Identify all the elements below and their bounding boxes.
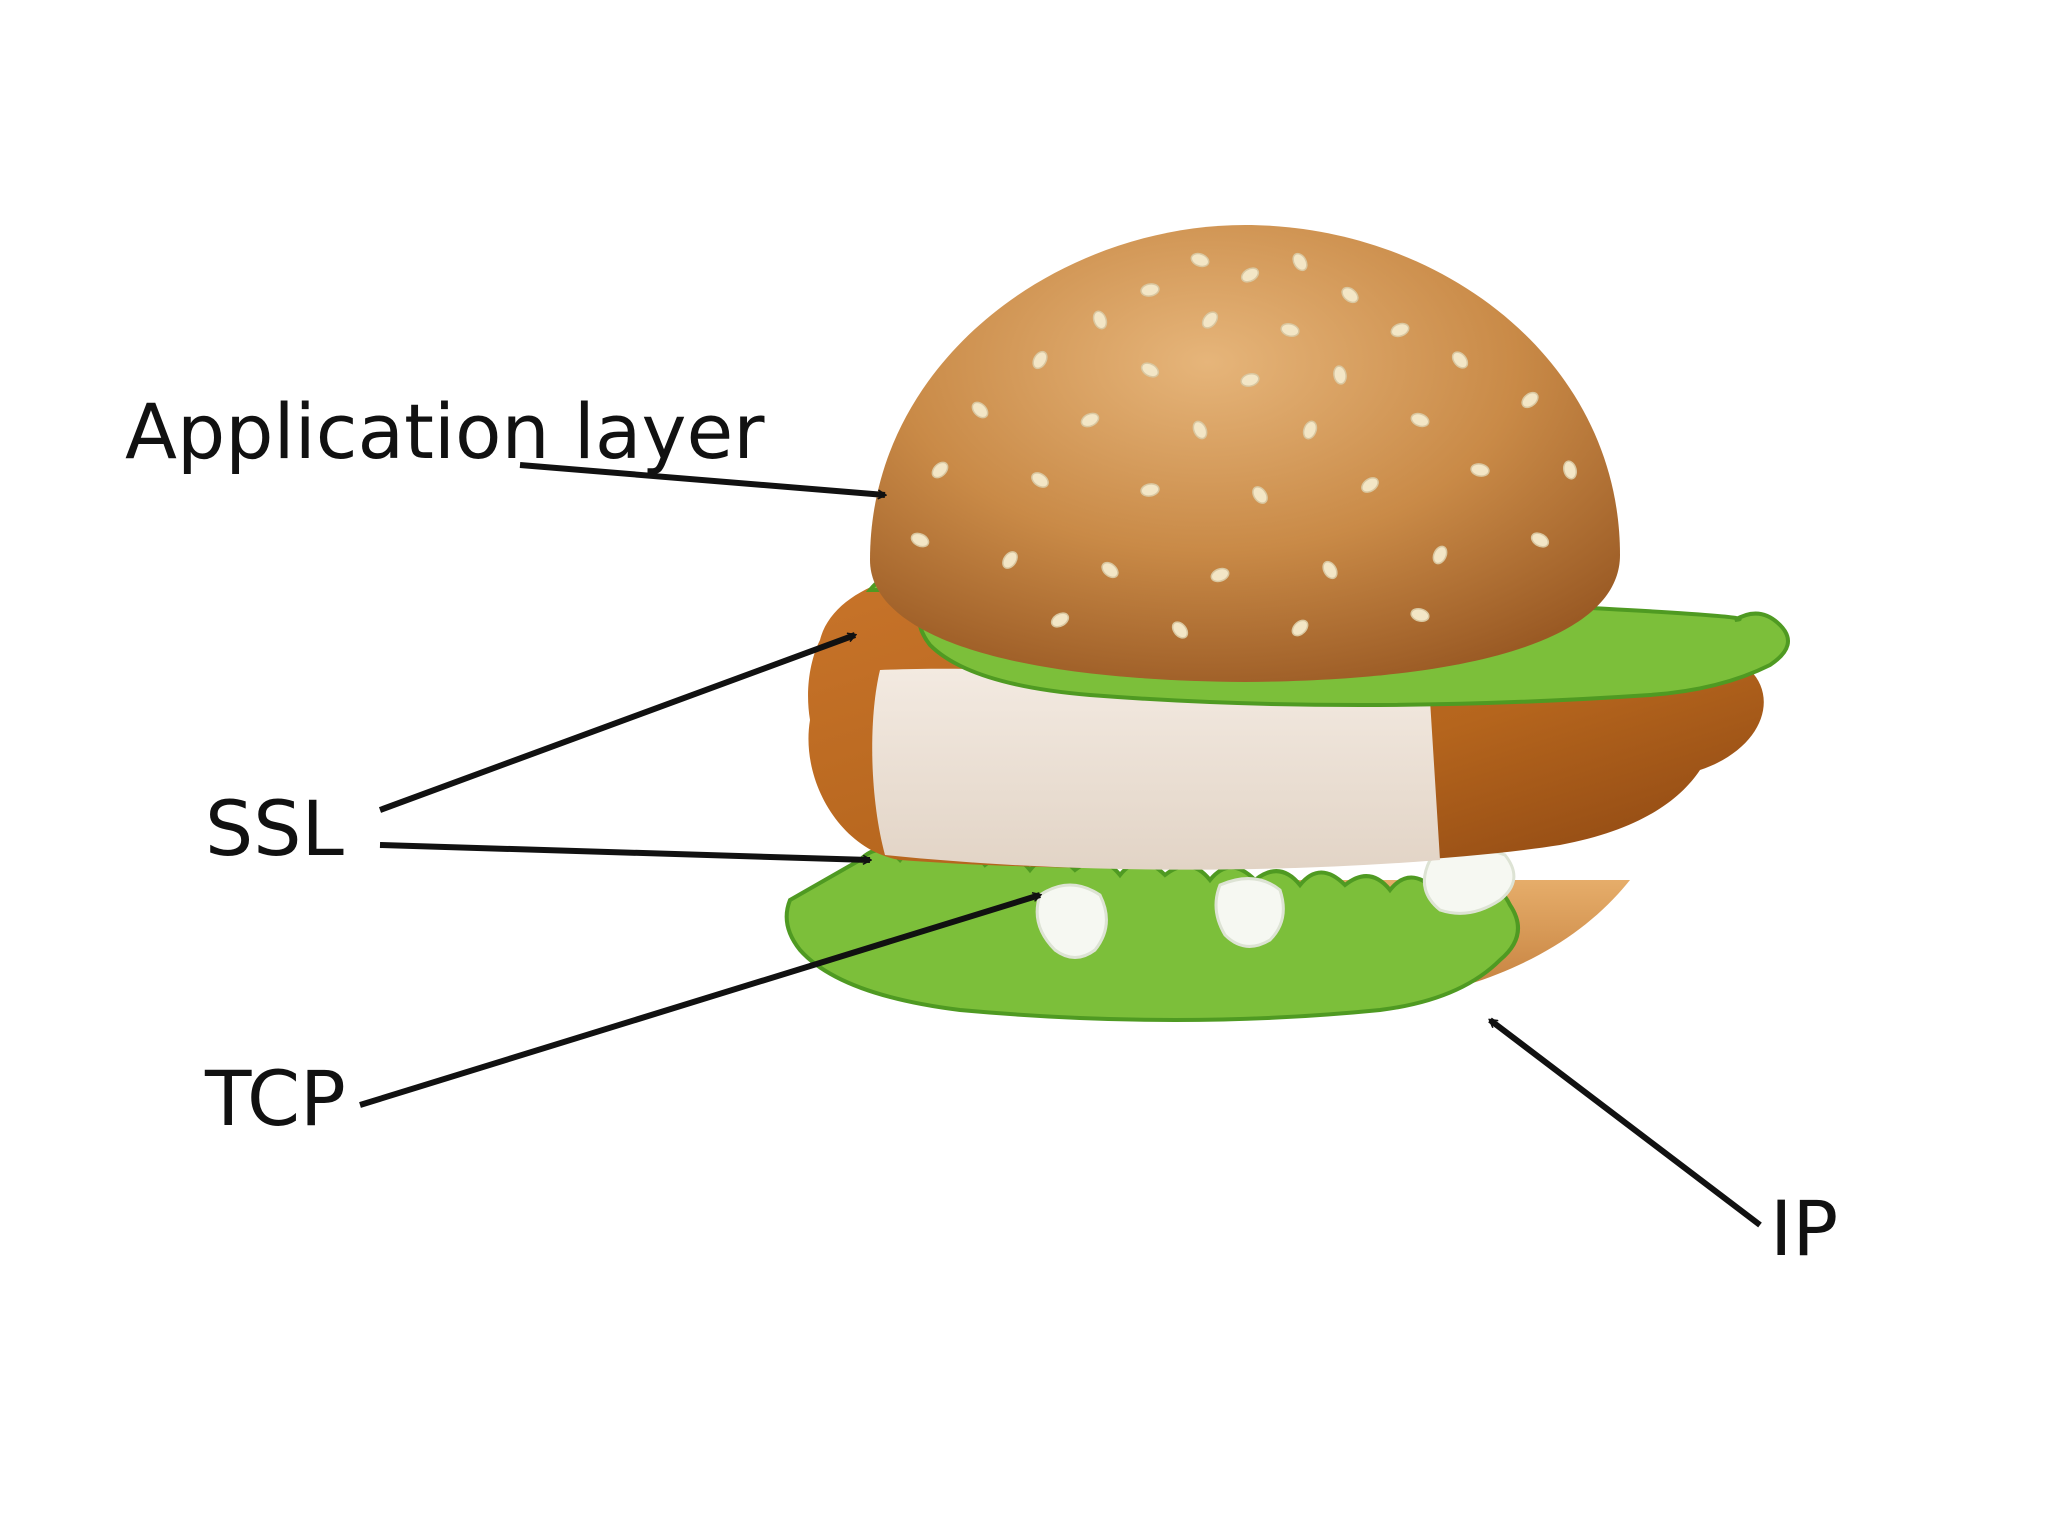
burger-illustration xyxy=(784,225,1790,1022)
chicken-meat xyxy=(872,668,1440,870)
arrow-application-layer xyxy=(519,462,885,495)
sesame-seeds xyxy=(910,252,1577,639)
label-tcp: TCP xyxy=(204,1054,346,1143)
arrow-ssl-upper xyxy=(378,632,855,813)
label-application-layer: Application layer xyxy=(125,387,765,476)
top-bun xyxy=(870,225,1620,682)
arrow-tcp xyxy=(359,895,1040,1108)
bottom-lettuce xyxy=(784,845,1520,1022)
arrow-ip xyxy=(1490,1017,1762,1228)
label-ip: IP xyxy=(1770,1184,1838,1273)
arrow-ssl-lower xyxy=(379,842,870,860)
mayo xyxy=(1035,847,1516,959)
arrows xyxy=(359,462,1762,1228)
label-ssl: SSL xyxy=(205,784,344,873)
